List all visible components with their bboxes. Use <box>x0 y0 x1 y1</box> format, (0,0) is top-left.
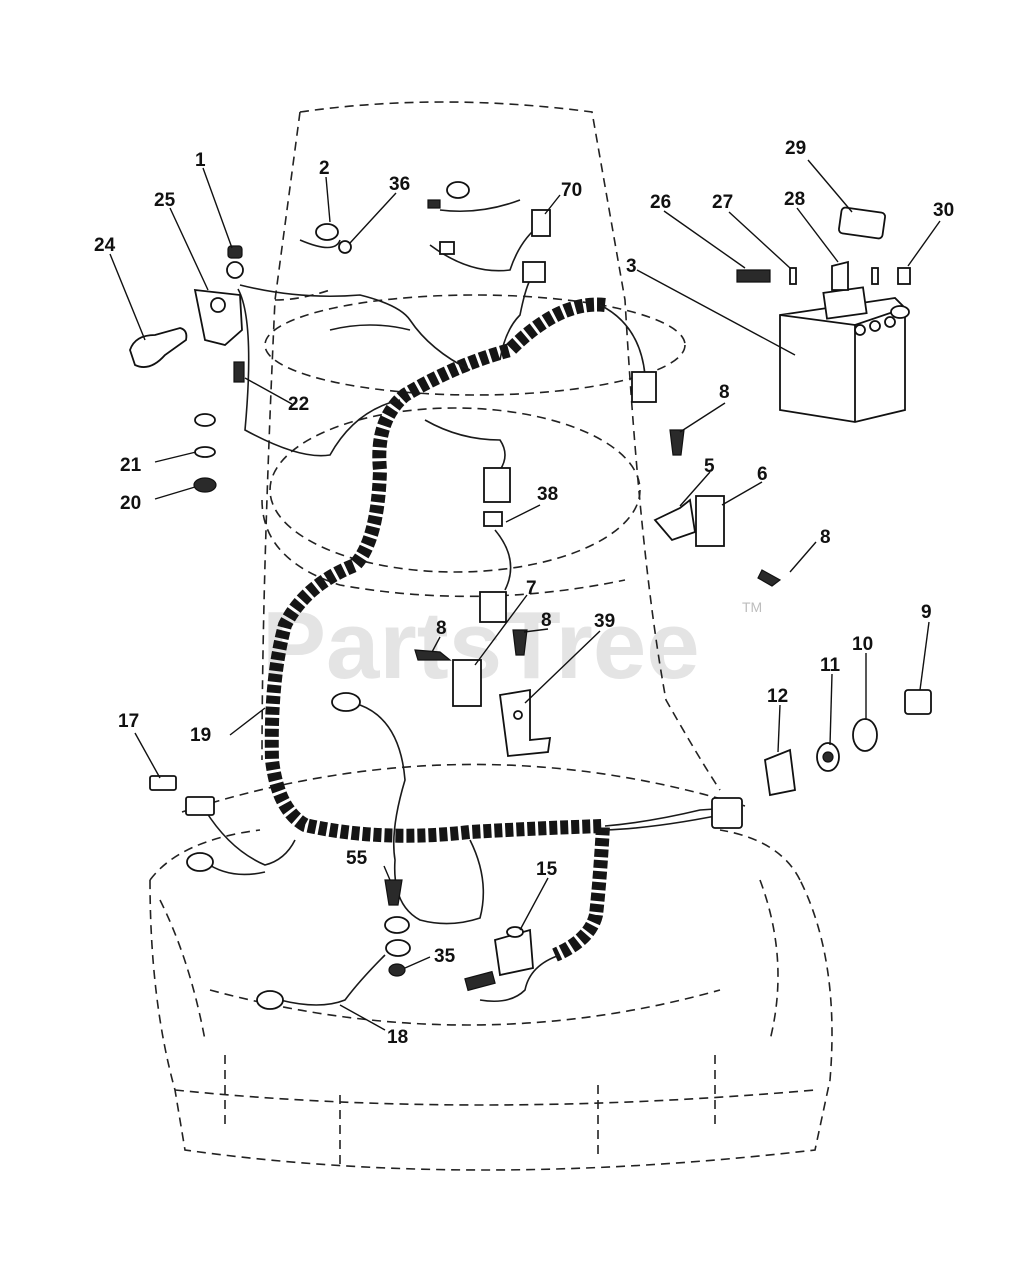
callout-19: 19 <box>190 725 211 746</box>
coiled-wire-harness <box>264 297 611 962</box>
callout-1: 1 <box>195 150 206 171</box>
boot-part <box>129 327 188 368</box>
callout-12: 12 <box>767 686 788 707</box>
terminal-28 <box>831 260 849 291</box>
callout-8-upper: 8 <box>719 382 730 403</box>
callout-5: 5 <box>704 456 715 477</box>
solenoid-part <box>193 288 243 346</box>
parts <box>129 181 932 1010</box>
callout-labels: 1 2 3 5 6 7 8 8 8 8 9 10 11 12 15 17 18 … <box>94 138 954 1048</box>
callout-26: 26 <box>650 192 671 213</box>
washer-part <box>194 446 216 458</box>
nut-part <box>227 245 243 259</box>
callout-38: 38 <box>537 484 558 505</box>
leader-lines <box>109 159 941 1031</box>
callout-55: 55 <box>346 848 368 869</box>
callout-21: 21 <box>120 455 142 476</box>
callout-17: 17 <box>118 711 139 732</box>
callout-35: 35 <box>434 946 456 967</box>
ring-10 <box>852 718 878 752</box>
callout-9: 9 <box>921 602 932 623</box>
callout-30: 30 <box>933 200 954 221</box>
switch-7 <box>452 659 482 707</box>
callout-36: 36 <box>389 174 410 195</box>
callout-20: 20 <box>120 493 141 514</box>
callout-25: 25 <box>154 190 176 211</box>
callout-7: 7 <box>526 578 537 599</box>
callout-29: 29 <box>785 138 806 159</box>
fuse-17 <box>149 775 177 791</box>
callout-2: 2 <box>319 158 330 179</box>
ring-terminal-2 <box>315 223 339 241</box>
callout-10: 10 <box>852 634 873 655</box>
callout-28: 28 <box>784 189 805 210</box>
callout-27: 27 <box>712 192 733 213</box>
bolt-26 <box>736 269 771 283</box>
bracket-39 <box>498 688 552 757</box>
callout-15: 15 <box>536 859 558 880</box>
harness-connector <box>631 371 657 403</box>
tractor-outline <box>149 101 833 1171</box>
callout-6: 6 <box>757 464 768 485</box>
bolt-55 <box>384 879 403 906</box>
connector-70 <box>531 209 551 237</box>
cover-29 <box>838 206 886 240</box>
wires <box>204 199 736 1006</box>
key-9 <box>904 689 932 715</box>
callout-39: 39 <box>594 611 615 632</box>
callout-3: 3 <box>626 256 637 277</box>
switch-6 <box>695 495 725 547</box>
ignition-switch-12 <box>764 748 796 797</box>
callout-8-left: 8 <box>436 618 447 639</box>
ring-terminal-18 <box>256 990 284 1010</box>
callout-11: 11 <box>820 655 841 676</box>
bracket-5 <box>653 498 697 542</box>
ring-terminal-36 <box>446 181 470 199</box>
nut-part-20 <box>193 477 217 493</box>
bolt-part-22 <box>233 361 245 383</box>
callout-22: 22 <box>288 394 309 415</box>
battery-part <box>779 286 910 423</box>
callout-18: 18 <box>387 1027 408 1048</box>
callout-8-right: 8 <box>820 527 831 548</box>
watermark-tm: TM <box>742 599 762 615</box>
callout-8-center: 8 <box>541 610 552 631</box>
connector-38 <box>483 511 503 527</box>
callout-70: 70 <box>561 180 582 201</box>
washer-35 <box>388 963 406 977</box>
callout-24: 24 <box>94 235 116 256</box>
